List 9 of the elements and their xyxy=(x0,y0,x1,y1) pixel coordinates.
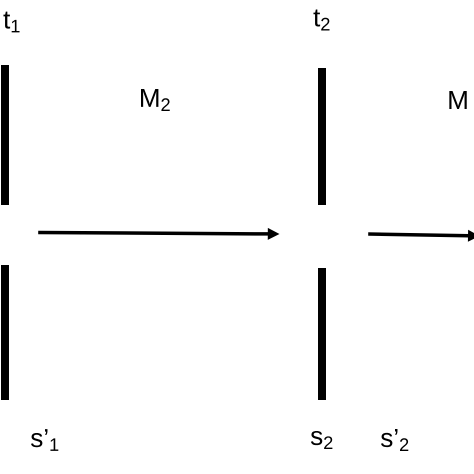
slit-label: s$_{2}$ xyxy=(310,430,332,450)
edge-label: M xyxy=(449,91,467,109)
edge-label: M$_{2}$ xyxy=(141,88,170,111)
slit-label: t$_{2}$ xyxy=(313,10,330,30)
slit-label: t$_{1}$ xyxy=(3,12,20,32)
slit-label: s’$_{2}$ xyxy=(381,428,408,452)
slit-drawing xyxy=(318,68,326,400)
slit-drawing xyxy=(1,65,9,400)
slit-label: s’$_{1}$ xyxy=(31,429,58,451)
